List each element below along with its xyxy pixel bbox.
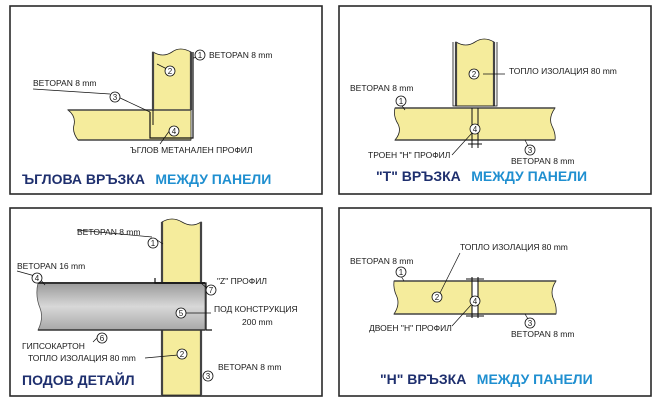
callout-label: ГИПСОКАРТОН	[22, 341, 85, 351]
callout-number: 3	[528, 319, 533, 328]
callout-number: 3	[113, 93, 118, 102]
callout-marker	[395, 95, 407, 107]
vertical-panel	[152, 48, 192, 111]
caption: ПОДОВ ДЕТАЙЛ	[22, 371, 135, 388]
callout-number: 2	[168, 67, 173, 76]
callout-label: BETOPAN 8 mm	[209, 50, 272, 60]
panel-h: 1 BETOPAN 8 mm 2 ТОПЛО ИЗОЛАЦИЯ 80 mm 4 …	[338, 207, 652, 397]
callout-label: BETOPAN 8 mm	[77, 227, 140, 237]
callout-number: 1	[399, 97, 404, 106]
callout-label: BETOPAN 8 mm	[33, 78, 96, 88]
panel-corner: 1 BETOPAN 8 mm 2 3 BETOPAN 8 mm 4 ЪГЛОВ …	[9, 5, 323, 195]
callout-marker	[109, 91, 121, 103]
caption-bold: "T" ВРЪЗКА	[376, 168, 461, 184]
panel-floor: 1 BETOPAN 8 mm 4 BETOPAN 16 mm 7 "Z" ПРО…	[9, 207, 323, 397]
callout-label: ДВОЕН "H" ПРОФИЛ	[369, 323, 452, 333]
callout-number: 1	[198, 51, 203, 60]
callout-marker	[524, 317, 536, 329]
callout-label: BETOPAN 8 mm	[511, 329, 574, 339]
callout-marker	[147, 237, 159, 249]
callout-number: 4	[35, 274, 40, 283]
callout-number: 4	[473, 125, 478, 134]
callout-marker	[31, 272, 43, 284]
z-profile	[154, 278, 212, 331]
callout-number: 2	[180, 350, 185, 359]
callout-marker	[96, 332, 108, 344]
callout-marker	[164, 65, 176, 77]
callout-label: "Z" ПРОФИЛ	[217, 276, 267, 286]
callout-label: ПОД КОНСТРУКЦИЯ	[214, 304, 298, 314]
caption-rest: МЕЖДУ ПАНЕЛИ	[155, 171, 271, 187]
floor-structure	[36, 282, 206, 331]
callout-marker	[524, 144, 536, 156]
callout-number: 4	[473, 297, 478, 306]
caption: "T" ВРЪЗКА МЕЖДУ ПАНЕЛИ	[376, 168, 587, 185]
callout-number: 3	[206, 372, 211, 381]
callout-marker	[175, 307, 187, 319]
callout-marker	[468, 68, 480, 80]
callout-label: BETOPAN 16 mm	[17, 261, 85, 271]
right-panel	[477, 280, 557, 315]
corner-profile	[149, 52, 194, 139]
callout-number: 2	[435, 293, 440, 302]
callout-label: BETOPAN 8 mm	[511, 156, 574, 166]
callout-number: 2	[472, 70, 477, 79]
callout-marker	[205, 284, 217, 296]
panel-tee: 2 ТОПЛО ИЗОЛАЦИЯ 80 mm 1 BETOPAN 8 mm 4 …	[338, 5, 652, 195]
callout-marker	[168, 125, 180, 137]
callout-number: 6	[100, 334, 105, 343]
caption-bold: ЪГЛОВА ВРЪЗКА	[22, 171, 145, 187]
callout-number: 7	[209, 286, 214, 295]
callout-label: BETOPAN 8 mm	[218, 362, 281, 372]
callout-label: ЪГЛОВ МЕТАНАЛЕН ПРОФИЛ	[130, 145, 253, 155]
callout-marker	[395, 266, 407, 278]
callout-label: BETOPAN 8 mm	[350, 83, 413, 93]
caption-bold: "H" ВРЪЗКА	[380, 371, 466, 387]
callout-marker	[176, 348, 188, 360]
caption-bold: ПОДОВ ДЕТАЙЛ	[22, 371, 135, 388]
caption-rest: МЕЖДУ ПАНЕЛИ	[471, 168, 587, 184]
callout-label: 200 mm	[242, 317, 273, 327]
caption-rest: МЕЖДУ ПАНЕЛИ	[477, 371, 593, 387]
callout-marker	[469, 295, 481, 307]
callout-label: ТОПЛО ИЗОЛАЦИЯ 80 mm	[460, 242, 568, 252]
callout-number: 4	[172, 127, 177, 136]
callout-label: ТОПЛО ИЗОЛАЦИЯ 80 mm	[28, 353, 136, 363]
caption: "H" ВРЪЗКА МЕЖДУ ПАНЕЛИ	[380, 371, 593, 388]
callout-label: ТРОЕН "H" ПРОФИЛ	[368, 150, 450, 160]
callout-marker	[194, 49, 206, 61]
callout-number: 3	[528, 146, 533, 155]
callout-number: 1	[151, 239, 156, 248]
callout-label: ТОПЛО ИЗОЛАЦИЯ 80 mm	[509, 66, 617, 76]
horizontal-panel	[66, 109, 192, 141]
callout-label: BETOPAN 8 mm	[350, 256, 413, 266]
callout-number: 5	[179, 309, 184, 318]
callout-number: 1	[399, 268, 404, 277]
callout-marker	[431, 291, 443, 303]
callout-marker	[469, 123, 481, 135]
callout-marker	[202, 370, 214, 382]
caption: ЪГЛОВА ВРЪЗКА МЕЖДУ ПАНЕЛИ	[22, 171, 271, 188]
